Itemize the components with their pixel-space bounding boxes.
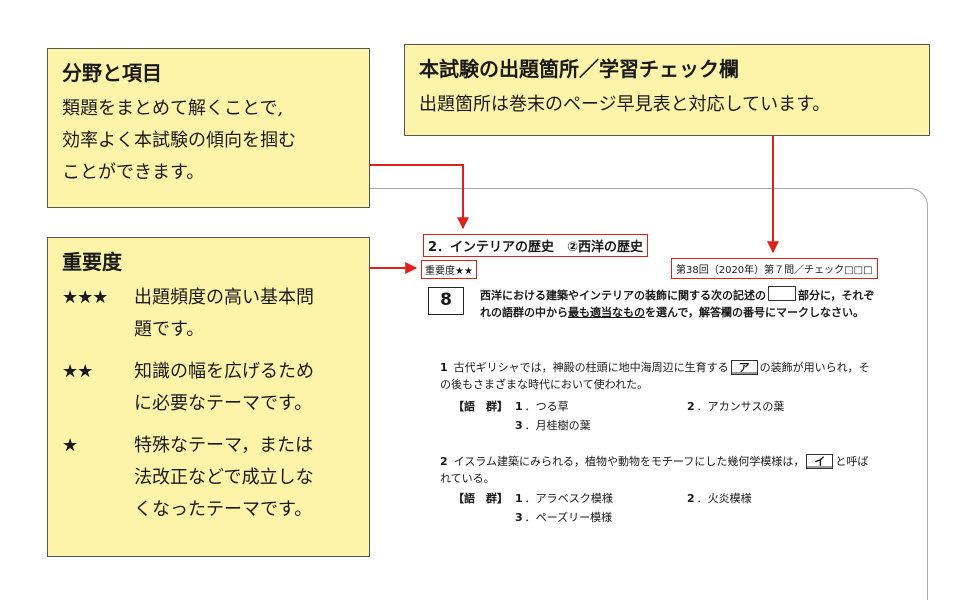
level-desc-line: に必要なテーマです。 — [134, 393, 313, 414]
level-desc-line: 特殊なテーマ，または — [134, 435, 314, 456]
choice: 3．月桂樹の葉 — [515, 419, 591, 432]
question-number: 8 — [428, 287, 464, 315]
field-callout: 分野と項目 類題をまとめて解くことで, 効率よく本試験の傾向を掴む ことができま… — [47, 48, 370, 208]
underlined-text: 最も適当なもの — [568, 306, 645, 319]
choice: 2．アカンサスの葉 — [687, 400, 785, 413]
sample-page: 2．インテリアの歴史 ②西洋の歴史 重要度★★ 第38回（2020年）第７問／チ… — [368, 188, 928, 600]
choice: 2．火炎模様 — [687, 492, 752, 505]
importance-level-1: ★ 特殊なテーマ，または 法改正などで成立しな くなったテーマです。 — [62, 430, 355, 526]
star-rating: ★★★ — [62, 287, 108, 308]
answer-box: イ — [806, 454, 834, 469]
level-desc-line: 題です。 — [134, 319, 205, 340]
choice-group-2: 【語 群】 1．アラベスク模様 2．火炎模様 3．ペーズリー模様 — [453, 489, 873, 527]
star-rating: ★ — [62, 435, 78, 456]
importance-callout: 重要度 ★★★ 出題頻度の高い基本問 題です。 ★★ 知識の幅を広げるため に必… — [47, 237, 370, 557]
importance-tag: 重要度★★ — [421, 260, 477, 279]
source-callout: 本試験の出題箇所／学習チェック欄 出題箇所は巻末のページ早見表と対応しています。 — [404, 44, 930, 136]
level-desc-line: 出題頻度の高い基本問 — [134, 287, 314, 308]
level-desc-line: くなったテーマです。 — [134, 499, 313, 520]
blank-box — [768, 286, 796, 301]
importance-level-3: ★★★ 出題頻度の高い基本問 題です。 — [62, 282, 355, 346]
level-desc-line: 知識の幅を広げるため — [134, 361, 314, 382]
choice: 1．つる草 — [515, 400, 569, 413]
choice-group-1: 【語 群】 1．つる草 2．アカンサスの葉 3．月桂樹の葉 — [453, 397, 873, 435]
section-title: 2．インテリアの歴史 ②西洋の歴史 — [423, 234, 649, 257]
field-callout-line: 効率よく本試験の傾向を掴む — [62, 130, 296, 151]
group-label: 【語 群】 — [453, 400, 508, 413]
choice: 3．ペーズリー模様 — [515, 511, 613, 524]
group-label: 【語 群】 — [453, 492, 508, 505]
field-callout-line: 類題をまとめて解くことで, — [62, 98, 284, 119]
field-callout-text: 類題をまとめて解くことで, 効率よく本試験の傾向を掴む ことができます。 — [62, 93, 355, 189]
source-tag: 第38回（2020年）第７問／チェック□□□ — [671, 258, 878, 279]
importance-level-2: ★★ 知識の幅を広げるため に必要なテーマです。 — [62, 356, 355, 420]
star-rating: ★★ — [62, 361, 93, 382]
source-callout-text: 出題箇所は巻末のページ早見表と対応しています。 — [419, 94, 831, 115]
importance-callout-title: 重要度 — [62, 250, 122, 274]
field-callout-line: ことができます。 — [62, 162, 205, 183]
choice: 1．アラベスク模様 — [515, 492, 613, 505]
field-callout-title: 分野と項目 — [62, 61, 162, 85]
question-text: 西洋における建築やインテリアの装飾に関する次の記述の部分に，それぞれの語群の中か… — [480, 286, 880, 321]
level-desc-line: 法改正などで成立しな — [134, 467, 314, 488]
source-callout-title: 本試験の出題箇所／学習チェック欄 — [419, 57, 739, 81]
page-fade — [368, 580, 927, 600]
answer-box: ア — [730, 360, 758, 375]
